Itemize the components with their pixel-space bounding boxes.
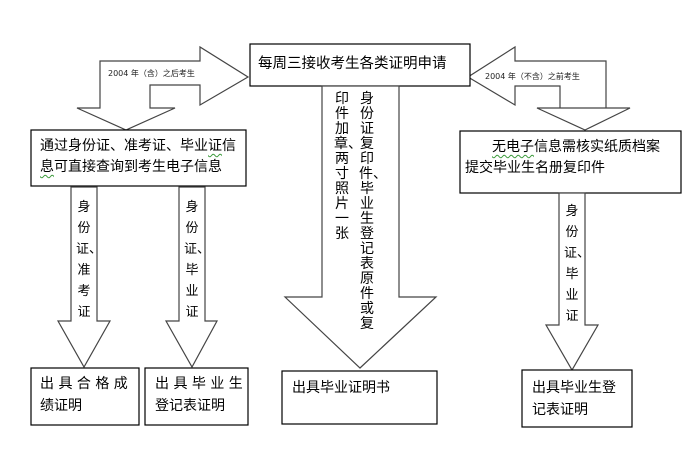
right-bent-arrow <box>466 45 631 131</box>
middle-arrow-label-col1: 身份证复印件、毕业生登记表原件或复 <box>359 91 387 332</box>
result-registration-left-line2: 登记表证明 <box>155 398 225 414</box>
left-info-box <box>30 129 247 187</box>
left-info-line2: 息可直接查询到考生电子信息 <box>40 159 222 175</box>
left-sub-arrow-1-label: 身份证、准考证 <box>76 200 103 320</box>
result-transcript-line2: 绩证明 <box>40 398 82 414</box>
middle-down-arrow <box>283 85 438 369</box>
left-arrow-label: 2004 年（含）之后考生 <box>108 69 195 78</box>
left-sub-arrow-1 <box>56 186 112 369</box>
top-box-label: 每周三接收考生各类证明申请 <box>258 56 447 72</box>
left-sub-arrow-2 <box>164 186 219 369</box>
result-registration-right-line1: 出具毕业生登 <box>532 380 616 396</box>
result-box-graduation <box>281 370 438 425</box>
left-bent-arrow <box>76 45 250 131</box>
result-box-registration-right <box>521 369 633 428</box>
result-registration-left-line1: 出 具 毕 业 生 <box>155 376 243 392</box>
result-box-transcript <box>30 367 140 426</box>
left-sub-arrow-2-label: 身份证、毕业证 <box>184 200 211 320</box>
top-box <box>249 43 471 87</box>
result-graduation-label: 出具毕业证明书 <box>292 380 390 396</box>
middle-arrow-label-col2: 印件加章、两寸照片一张 <box>334 91 362 242</box>
result-transcript-line1: 出 具 合 格 成 <box>40 376 128 392</box>
right-sub-arrow-label: 身份证、毕业证 <box>564 204 591 324</box>
result-registration-right-line2: 记表证明 <box>532 402 588 418</box>
right-sub-arrow <box>544 192 600 372</box>
right-arrow-label: 2004 年（不含）之前考生 <box>485 72 580 81</box>
right-info-line2: 提交毕业生名册复印件 <box>465 160 605 176</box>
left-info-line1: 通过身份证、准考证、毕业证信 <box>40 138 236 154</box>
result-box-registration-left <box>144 367 249 426</box>
right-info-box <box>459 130 682 194</box>
right-info-line1: 无电子信息需核实纸质档案 <box>492 139 660 155</box>
